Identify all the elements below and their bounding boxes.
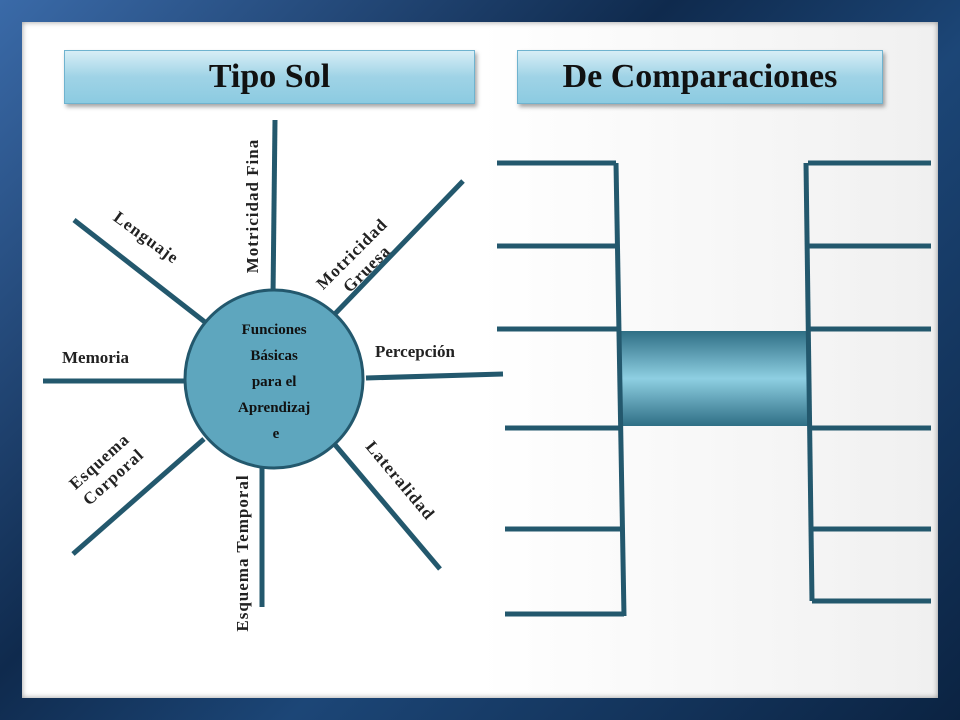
label-memoria: Memoria [62,348,130,367]
hub-line-3: para el [252,374,297,390]
hub-line-4: Aprendizaj [238,400,310,416]
ray-percepcion [365,371,504,381]
label-lateralidad: Lateralidad [362,437,439,523]
label-esquema-temporal: Esquema Temporal [233,474,252,631]
right-spine [803,162,815,602]
comparison-center-bar [620,331,810,426]
sun-diagram [43,119,504,607]
ray-motricidad-gruesa [327,179,465,322]
left-spine [613,162,627,617]
label-motricidad-fina: Motricidad Fina [243,139,262,273]
title-sun-diagram: Tipo Sol [64,50,475,104]
label-percepcion: Percepción [375,342,455,361]
hub-line-1: Funciones [242,322,307,338]
ray-lenguaje [72,218,212,328]
ray-lateralidad [329,438,442,571]
comparison-diagram [497,160,931,617]
ray-motricidad-fina [270,119,278,297]
title-comparison-diagram: De Comparaciones [517,50,883,104]
sun-hub [183,288,365,470]
hub-label: Funciones Básicas para el Aprendizaj e [238,322,314,442]
ray-esquema-corporal [71,437,206,556]
hub-line-2: Básicas [250,348,298,364]
label-motricidad-gruesa: Motricidad Gruesa [313,215,395,297]
hub-line-5: e [273,426,280,442]
